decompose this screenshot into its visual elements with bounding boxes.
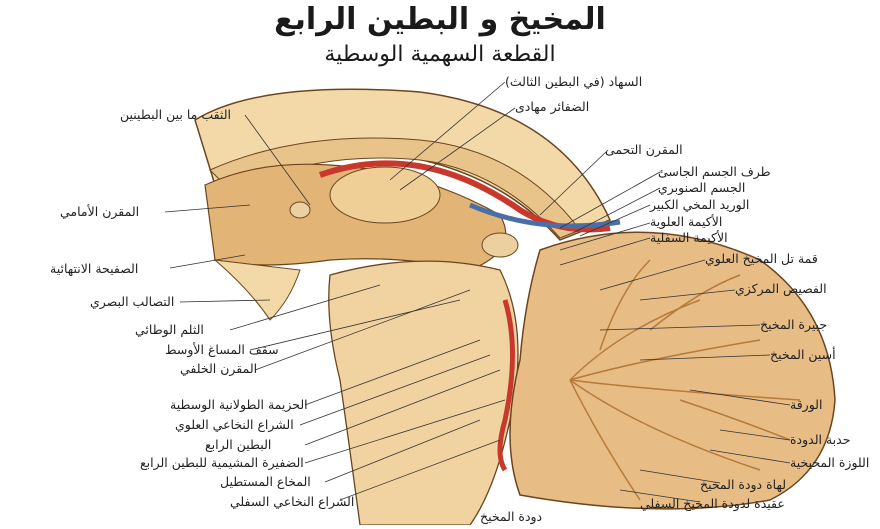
label-choroid-plexus: الضفائر مهادى: [515, 100, 589, 114]
hypothalamus: [215, 260, 300, 320]
label-central-lobule: الفصيص المركزي: [735, 282, 827, 296]
label-superior-colliculus: الأكيمة العلوية: [650, 215, 722, 229]
label-medial-longitudinal-fasciculus: الحزيمة الطولانية الوسطية: [170, 398, 308, 412]
page-subtitle: القطعة السهمية الوسطية: [0, 42, 880, 67]
cerebellum: [510, 232, 835, 509]
mammillary-body: [290, 202, 310, 218]
brainstem: [329, 261, 518, 525]
label-thalamus: السهاد (في البطين الثالث): [505, 75, 642, 89]
page-title: المخيخ و البطين الرابع: [0, 2, 880, 37]
label-medulla: المخاع المستطيل: [220, 475, 311, 489]
label-tectum: سقف المساغ الأوسط: [165, 343, 279, 357]
label-declive: جبيرة المخيخ: [760, 318, 827, 332]
label-inferior-medullary-velum: الشراع النخاعي السفلي: [230, 495, 354, 509]
label-posterior-commissure: المقرن التحمى: [605, 143, 683, 157]
label-uvula: لهاة دودة المخيخ: [700, 478, 786, 492]
label-hypothalamic-sulcus: الثلم الوطائي: [135, 323, 204, 337]
label-pyramid: حدبة الدودة: [790, 433, 850, 447]
label-lamina-terminalis: الصفيحة الانتهائية: [50, 262, 138, 276]
label-optic-chiasm: التصالب البصري: [90, 295, 174, 309]
label-posterior-commissure-2: المقرن الخلفي: [180, 362, 257, 376]
label-pineal-body: الجسم الصنوبري: [658, 181, 745, 195]
label-culmen: قمة تل المخيخ العلوي: [705, 252, 818, 266]
label-anterior-commissure: المقرن الأمامي: [60, 205, 139, 219]
label-tonsil: اللوزة المخيخية: [790, 456, 869, 470]
label-vermis: دودة المخيخ: [480, 510, 542, 524]
label-fourth-ventricle: البطين الرابع: [205, 438, 271, 452]
label-interventricular-foramen: الثقب ما بين البطينين: [120, 108, 231, 122]
label-superior-medullary-velum: الشراع النخاعي العلوي: [175, 418, 294, 432]
label-great-cerebral-vein: الوريد المخي الكبير: [650, 198, 749, 212]
thalamus-mass: [330, 167, 440, 223]
label-nodule: عقيدة لدودة المخيخ السفلي: [640, 497, 785, 511]
label-inferior-colliculus: الأكيمة السفلية: [650, 231, 728, 245]
label-splenium: طرف الجسم الجاسئ: [658, 165, 771, 179]
label-folium: أسين المخيخ: [770, 348, 836, 362]
label-choroid-plexus-fourth: الضفيرة المشيمية للبطين الرابع: [140, 456, 304, 470]
pineal-body: [482, 233, 518, 257]
label-tuber: الورقة: [790, 398, 822, 412]
